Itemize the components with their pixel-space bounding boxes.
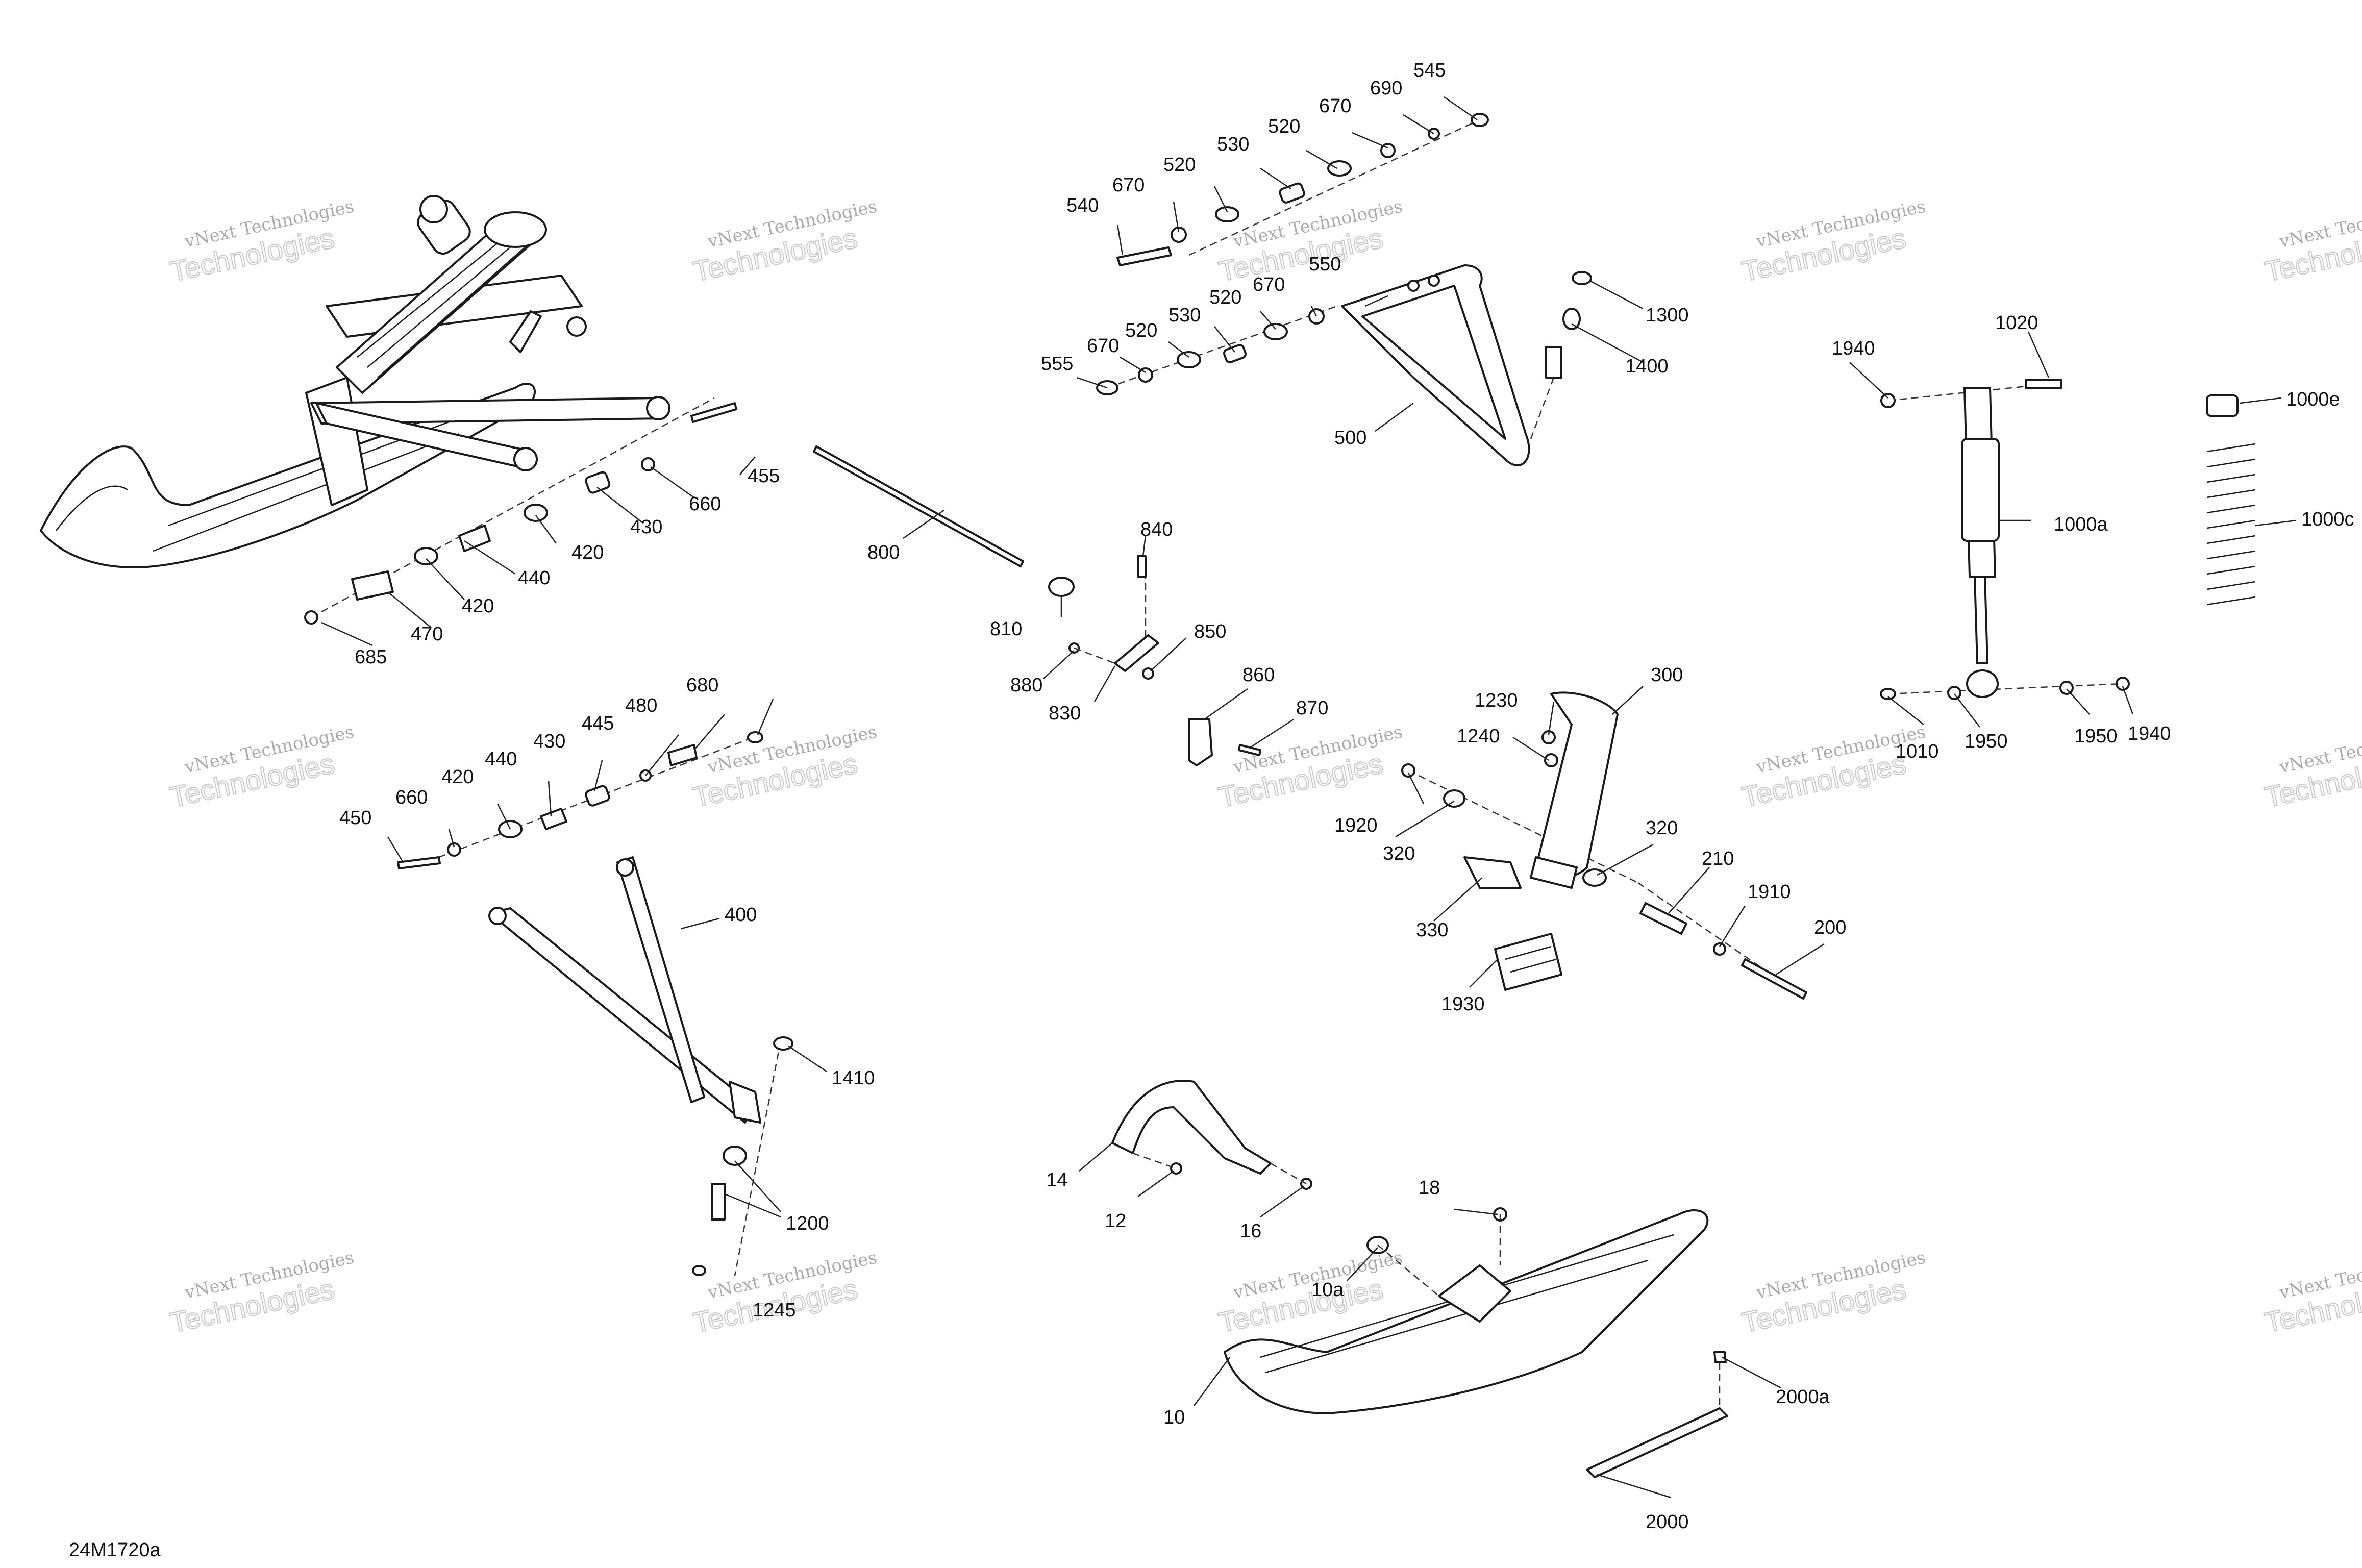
part-label: 420 (441, 766, 474, 788)
watermark-14: vNext Technologies Technologies (1738, 1247, 1927, 1339)
shock-assembly (1880, 379, 2256, 700)
part-label: 670 (1253, 274, 1285, 295)
part-label: 660 (395, 787, 428, 808)
watermark-5: vNext Technologies Technologies (2261, 196, 2362, 288)
watermark-1: vNext Technologies Technologies (167, 196, 356, 288)
part-label: 810 (990, 618, 1022, 640)
part-label: 420 (571, 542, 604, 563)
part-label: 1000e (2286, 389, 2340, 410)
part-label: 1950 (2074, 726, 2118, 747)
part-label: 18 (1419, 1177, 1440, 1199)
part-labels: 545 690 670 520 530 520 670 540 550 670 … (339, 60, 2354, 1533)
spindle-assembly (1401, 691, 1807, 1000)
part-label: 440 (518, 567, 550, 589)
part-label: 1245 (753, 1300, 796, 1321)
watermark-2: vNext Technologies Technologies (690, 196, 879, 288)
part-label: 520 (1209, 287, 1241, 308)
part-label: 880 (1010, 675, 1042, 696)
part-label: 800 (867, 542, 900, 563)
part-label: 1410 (832, 1067, 875, 1089)
part-label: 660 (689, 493, 721, 515)
part-label: 500 (1334, 427, 1366, 449)
part-label: 530 (1217, 134, 1249, 155)
part-label: 1240 (1457, 726, 1500, 747)
part-label: 200 (1814, 917, 1846, 938)
part-label: 520 (1268, 116, 1300, 137)
part-label: 320 (1646, 817, 1678, 839)
part-label: 420 (462, 595, 494, 617)
part-label: 870 (1296, 698, 1328, 719)
part-label: 840 (1140, 519, 1173, 540)
part-label: 1000c (2301, 509, 2354, 530)
part-label: 400 (725, 904, 757, 926)
part-label: 16 (1240, 1221, 1261, 1242)
center-hardware (813, 445, 1261, 766)
part-label: 470 (411, 624, 443, 645)
watermark-7: vNext Technologies Technologies (690, 721, 879, 813)
part-label: 1940 (1832, 338, 1875, 359)
part-label: 850 (1194, 621, 1226, 642)
part-label: 690 (1370, 78, 1402, 99)
part-label: 1000a (2054, 514, 2108, 535)
part-label: 1400 (1625, 356, 1669, 377)
watermark-15: vNext Technologies Technologies (2261, 1247, 2362, 1339)
part-label: 450 (339, 807, 371, 829)
part-label: 455 (748, 465, 780, 487)
ski-assembly (1111, 1080, 1728, 1478)
part-label: 12 (1105, 1210, 1126, 1232)
part-label: 670 (1112, 175, 1145, 196)
watermark-9: vNext Technologies Technologies (1738, 721, 1927, 813)
part-label: 685 (355, 646, 387, 668)
watermark-8: vNext Technologies Technologies (1215, 721, 1404, 813)
watermark-6: vNext Technologies Technologies (167, 721, 356, 813)
part-label: 1230 (1475, 690, 1518, 711)
part-label: 1020 (1995, 312, 2038, 334)
part-label: 10a (1311, 1279, 1344, 1301)
part-label: 330 (1416, 919, 1448, 941)
leader-lines (321, 96, 2297, 1499)
part-label: 430 (630, 516, 662, 538)
part-label: 860 (1242, 664, 1275, 686)
part-label: 2000a (1776, 1386, 1830, 1408)
part-label: 2000 (1646, 1511, 1689, 1533)
part-label: 1940 (2128, 723, 2171, 744)
part-label: 440 (485, 749, 517, 770)
part-label: 480 (625, 695, 657, 716)
part-label: 430 (533, 731, 565, 752)
lower-arm-hardware (304, 397, 793, 1276)
watermark-12: vNext Technologies Technologies (690, 1247, 879, 1339)
part-label: 555 (1041, 353, 1073, 375)
part-label: 670 (1319, 95, 1351, 117)
part-label: 10 (1163, 1407, 1185, 1428)
assembled-suspension-illustration (40, 195, 670, 568)
part-label: 540 (1066, 195, 1099, 216)
part-label: 320 (1383, 843, 1415, 864)
part-label: 520 (1125, 320, 1157, 341)
part-label: 1010 (1896, 741, 1939, 762)
watermark-11: vNext Technologies Technologies (167, 1247, 356, 1339)
part-label: 1950 (1965, 731, 2008, 752)
part-label: 1200 (786, 1213, 829, 1234)
part-label: 1910 (1748, 881, 1791, 903)
part-label: 300 (1651, 664, 1683, 686)
part-label: 1920 (1334, 815, 1378, 836)
part-label: 545 (1413, 60, 1446, 81)
watermark-10: vNext Technologies Technologies (2261, 721, 2362, 813)
part-label: 1300 (1646, 305, 1689, 326)
part-label: 445 (582, 713, 614, 734)
part-label: 530 (1168, 305, 1201, 326)
part-label: 210 (1702, 848, 1734, 869)
watermark-4: vNext Technologies Technologies (1738, 196, 1927, 288)
part-label: 680 (686, 675, 718, 696)
part-label: 830 (1049, 703, 1081, 724)
part-label: 1930 (1441, 993, 1485, 1015)
part-label: 670 (1087, 335, 1119, 357)
upper-arm-hardware (1096, 113, 1592, 466)
part-label: 520 (1163, 154, 1196, 176)
part-label: 550 (1309, 254, 1341, 275)
part-label: 14 (1046, 1169, 1067, 1191)
diagram-reference-code: 24M1720a (69, 1539, 161, 1561)
